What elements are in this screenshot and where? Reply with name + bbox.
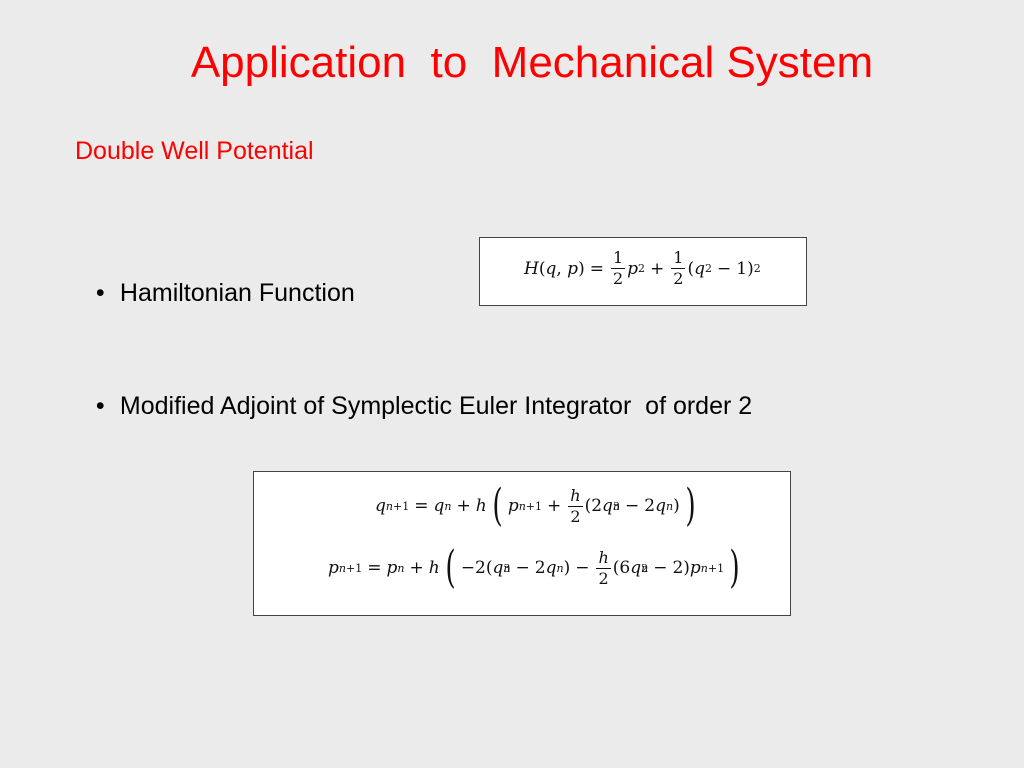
bullet-dot-icon: • [95,279,105,307]
bullet-hamiltonian: • Hamiltonian Function [82,250,355,308]
bullet-dot-icon: • [95,392,105,420]
slide-subtitle: Double Well Potential [75,137,314,165]
slide-title: Application to Mechanical System [190,38,874,87]
bullet-text: Modified Adjoint of Symplectic Euler Int… [119,392,753,420]
bullet-integrator: • Modified Adjoint of Symplectic Euler In… [82,363,752,421]
bullet-text: Hamiltonian Function [119,279,355,307]
